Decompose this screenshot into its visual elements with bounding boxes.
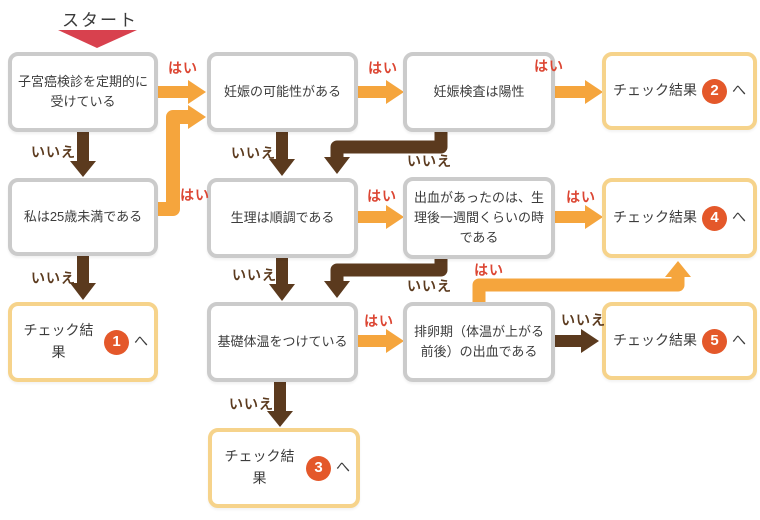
- answer-label-no: いいえ: [561, 312, 606, 328]
- node-screening-label: 子宮癌検診を定期的に受けている: [18, 73, 149, 109]
- start-arrow-icon: [58, 30, 137, 48]
- arrow-ovulation-bleeding-no: [553, 329, 599, 353]
- node-ovulation-bleeding: 排卵期（体温が上がる前後）の出血である: [403, 302, 555, 382]
- node-test-positive-label: 妊娠検査は陽性: [433, 83, 525, 99]
- node-result-1: チェック結果 1 へ: [8, 302, 158, 382]
- answer-label-yes: はい: [367, 188, 397, 204]
- node-result-4: チェック結果 4 へ: [602, 178, 757, 258]
- answer-label-yes: はい: [534, 58, 564, 74]
- answer-label-no: いいえ: [31, 270, 76, 286]
- answer-label-yes: はい: [180, 187, 210, 203]
- node-test-positive: 妊娠検査は陽性: [403, 52, 555, 132]
- answer-label-no: いいえ: [229, 396, 274, 412]
- result-number-badge: 3: [306, 455, 331, 481]
- arrow-test-positive-yes: [553, 80, 603, 104]
- answer-label-yes: はい: [474, 262, 504, 278]
- result-suffix: へ: [336, 459, 350, 476]
- result-prefix: チェック結果: [613, 209, 697, 226]
- arrow-ovulation-bleeding-yes: [472, 261, 691, 304]
- result-suffix: へ: [732, 82, 746, 99]
- arrow-period-regular-yes: [356, 205, 404, 229]
- result-prefix: チェック結果: [23, 322, 94, 360]
- answer-label-yes: はい: [368, 60, 398, 76]
- result-suffix: へ: [134, 333, 148, 350]
- answer-label-no: いいえ: [232, 267, 277, 283]
- result-suffix: へ: [732, 209, 746, 226]
- node-period-regular-label: 生理は順調である: [230, 209, 335, 225]
- arrow-screening-no: [70, 130, 96, 177]
- result-suffix: へ: [732, 332, 746, 349]
- result-number-badge: 4: [702, 205, 727, 231]
- arrow-test-positive-no: [324, 131, 448, 174]
- node-pregnancy-possible: 妊娠の可能性がある: [207, 52, 358, 132]
- node-result-3: チェック結果 3 へ: [208, 428, 360, 508]
- node-period-regular: 生理は順調である: [207, 178, 358, 258]
- answer-label-no: いいえ: [407, 278, 452, 294]
- arrow-screening-yes: [158, 80, 206, 104]
- answer-label-no: いいえ: [31, 144, 76, 160]
- node-bleeding-after-period: 出血があったのは、生理後一週間くらいの時である: [403, 177, 555, 259]
- node-pregnancy-possible-label: 妊娠の可能性がある: [223, 83, 341, 99]
- arrow-bbt-no: [267, 381, 293, 427]
- node-bleeding-after-period-label: 出血があったのは、生理後一週間くらいの時である: [413, 189, 544, 246]
- node-result-5: チェック結果 5 へ: [602, 302, 757, 380]
- arrow-pregnancy-possible-no: [269, 130, 295, 176]
- node-under25: 私は25歳未満である: [8, 178, 158, 256]
- answer-label-no: いいえ: [407, 153, 452, 169]
- arrow-under25-yes: [152, 105, 206, 216]
- arrow-pregnancy-possible-yes: [356, 80, 404, 104]
- result-prefix: チェック結果: [613, 332, 697, 349]
- answer-label-yes: はい: [566, 189, 596, 205]
- result-prefix: チェック結果: [613, 82, 697, 99]
- answer-label-no: いいえ: [231, 145, 276, 161]
- node-ovulation-bleeding-label: 排卵期（体温が上がる前後）の出血である: [413, 323, 544, 359]
- arrow-bbt-yes: [356, 329, 404, 353]
- answer-label-yes: はい: [364, 313, 394, 329]
- answer-label-yes: はい: [168, 60, 198, 76]
- node-screening: 子宮癌検診を定期的に受けている: [8, 52, 158, 132]
- start-label: スタート: [62, 11, 138, 30]
- arrow-under25-no: [70, 253, 96, 300]
- result-number-badge: 5: [702, 328, 727, 354]
- result-number-badge: 2: [702, 78, 727, 104]
- arrow-bleeding-after-period-yes: [553, 205, 603, 229]
- arrow-period-regular-no: [269, 256, 295, 301]
- result-number-badge: 1: [104, 329, 129, 355]
- node-result-2: チェック結果 2 へ: [602, 52, 757, 130]
- node-bbt-label: 基礎体温をつけている: [217, 333, 348, 349]
- node-bbt: 基礎体温をつけている: [207, 302, 358, 382]
- node-under25-label: 私は25歳未満である: [23, 208, 143, 224]
- arrow-bleeding-after-period-no: [324, 256, 448, 298]
- result-prefix: チェック結果: [224, 448, 295, 486]
